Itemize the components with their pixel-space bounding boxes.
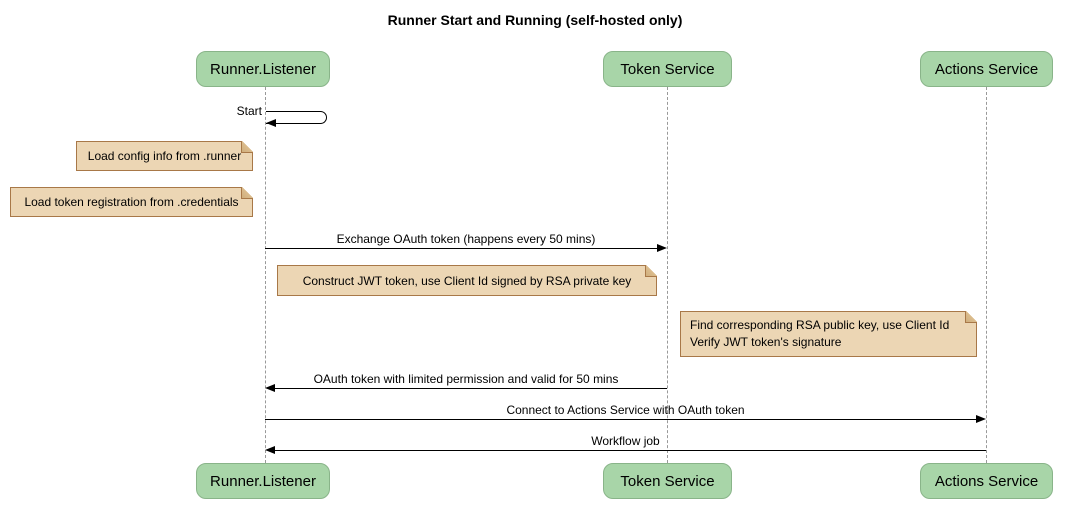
participant-runner-listener-bottom: Runner.Listener — [196, 463, 330, 499]
participant-label: Actions Service — [934, 472, 1039, 490]
arrowhead-left-icon — [265, 384, 275, 392]
self-message-loop-arrow — [266, 111, 327, 124]
message-line-exchange-oauth — [265, 248, 657, 249]
participant-token-service-bottom: Token Service — [603, 463, 732, 499]
message-label-oauth-token-return: OAuth token with limited permission and … — [313, 372, 619, 386]
participant-actions-service-top: Actions Service — [920, 51, 1053, 87]
diagram-title: Runner Start and Running (self-hosted on… — [387, 12, 683, 28]
participant-actions-service-bottom: Actions Service — [920, 463, 1053, 499]
participant-runner-listener-top: Runner.Listener — [196, 51, 330, 87]
note-text: Load config info from .runner — [87, 149, 242, 163]
note-verify-jwt: Find corresponding RSA public key, use C… — [680, 311, 977, 357]
note-load-config: Load config info from .runner — [76, 141, 253, 171]
self-message-start-label: Start — [236, 104, 262, 118]
note-text: Find corresponding RSA public key, use C… — [690, 318, 950, 349]
arrowhead-left-icon — [265, 446, 275, 454]
arrowhead-right-icon — [657, 244, 667, 252]
note-load-token-registration: Load token registration from .credential… — [10, 187, 253, 217]
lifeline-actions-service — [986, 87, 987, 463]
participant-label: Token Service — [620, 472, 715, 490]
arrowhead-right-icon — [976, 415, 986, 423]
note-construct-jwt: Construct JWT token, use Client Id signe… — [277, 265, 657, 296]
participant-label: Runner.Listener — [210, 472, 316, 490]
note-text: Construct JWT token, use Client Id signe… — [302, 273, 632, 288]
lifeline-runner-listener — [265, 87, 266, 463]
note-text: Load token registration from .credential… — [24, 195, 239, 209]
participant-label: Token Service — [620, 60, 715, 78]
participant-label: Actions Service — [934, 60, 1039, 78]
lifeline-token-service — [667, 87, 668, 463]
message-line-oauth-token-return — [275, 388, 667, 389]
message-label-exchange-oauth: Exchange OAuth token (happens every 50 m… — [336, 232, 596, 246]
participant-token-service-top: Token Service — [603, 51, 732, 87]
message-line-workflow-job — [275, 450, 986, 451]
participant-label: Runner.Listener — [210, 60, 316, 78]
message-label-workflow-job: Workflow job — [591, 434, 660, 448]
message-line-connect-actions — [265, 419, 976, 420]
arrowhead-left-icon — [266, 119, 276, 127]
message-label-connect-actions: Connect to Actions Service with OAuth to… — [506, 403, 745, 417]
